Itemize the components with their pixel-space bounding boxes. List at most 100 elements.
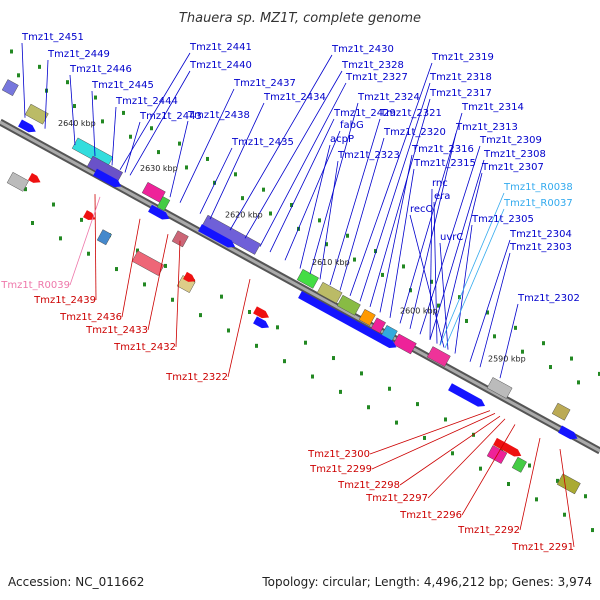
gene-block [370,317,386,334]
cds-arrow-shape [198,224,236,248]
orf-tick [437,303,440,308]
forward-gene-label: acpP [330,134,354,145]
gene-block [96,229,112,246]
forward-gene-label: Tmz1t_2307 [481,162,544,173]
gene-block-shape [370,317,386,334]
reverse-gene-leader [559,449,575,548]
cds-arrow [93,168,122,188]
forward-gene-label: Tmz1t_2323 [337,150,400,161]
forward-gene-label: Tmz1t_2437 [233,78,296,89]
kbp-label: 2640 kbp [58,119,96,128]
gene-block [556,473,581,495]
gene-block [131,250,165,276]
orf-tick [213,180,216,185]
orf-tick [248,309,251,314]
forward-gene-label: Tmz1t_2446 [69,64,132,75]
gene-block [1,79,19,97]
forward-gene-label: recO [410,204,434,215]
orf-tick [52,202,55,207]
forward-gene-leader [339,137,385,291]
forward-gene-label: Tmz1t_2435 [231,137,294,148]
orf-tick [66,80,69,85]
forward-gene-leader [389,168,415,318]
orf-tick [38,64,41,69]
orf-tick [416,402,419,407]
cds-arrow-shape [28,172,41,183]
orf-tick [430,279,433,284]
gene-block [392,333,417,355]
forward-gene-leader [199,147,233,214]
orf-tick [521,349,524,354]
cds-arrow-shape [448,383,486,407]
forward-gene-leader [229,54,333,231]
orf-tick [101,119,104,124]
orf-tick [122,110,125,115]
forward-gene-leader [44,59,49,129]
forward-gene-leader [399,112,463,324]
map-title: Thauera sp. MZ1T, complete genome [179,11,421,26]
forward-gene-label: Tmz1t_2327 [345,72,408,83]
kbp-label: 2630 kbp [140,164,178,173]
orf-tick [409,288,412,293]
reverse-gene-label: Tmz1t_2436 [59,312,122,323]
forward-gene-label: Tmz1t_2438 [187,110,250,121]
accession-text: Accession: NC_011662 [8,575,144,589]
orf-tick [94,95,97,100]
cds-arrow-shape [253,306,270,319]
reverse-gene-label: Tmz1t_2298 [337,480,400,491]
forward-gene-leader [259,82,347,247]
forward-gene-label: Tmz1t_2328 [341,60,404,71]
forward-gene-leader [439,242,449,350]
orf-tick [241,196,244,201]
gene-labels: Tmz1t_2451Tmz1t_2449Tmz1t_2446Tmz1t_2445… [0,32,580,553]
orf-tick [584,494,587,499]
gene-block [24,103,49,125]
forward-gene-leader [433,201,438,344]
forward-gene-leader [499,303,519,379]
gene-block [426,346,451,367]
orf-tick [269,211,272,216]
gene-block-shape [336,294,361,316]
gene-block-shape [551,402,571,421]
forward-gene-label: Tmz1t_2441 [189,42,252,53]
forward-gene-leader [69,74,76,146]
cds-arrow-shape [558,425,578,440]
orf-tick [325,242,328,247]
orf-tick [570,356,573,361]
gene-features [1,79,581,495]
orf-tick [304,340,307,345]
forward-gene-label: Tmz1t_2320 [383,127,446,138]
orf-tick [332,356,335,361]
orf-tick [577,380,580,385]
cds-arrow-shape [148,204,170,220]
orf-tick [549,365,552,370]
reverse-gene-label: Tmz1t_2297 [365,493,428,504]
forward-gene-label: Tmz1t_2430 [331,44,394,55]
orf-tick [458,295,461,300]
orf-tick [318,218,321,223]
reverse-gene-label: Tmz1t_2291 [511,542,574,553]
gene-block-shape [1,79,19,97]
forward-gene-leader [269,118,335,253]
orf-tick [591,528,594,533]
reverse-gene-leader [461,424,516,516]
cds-arrow [28,172,41,183]
orf-tick [220,294,223,299]
orf-tick [465,318,468,323]
forward-gene-leader [209,102,265,220]
orf-tick [73,104,76,109]
pseudo-gene-leader [69,196,101,286]
orf-tick [171,297,174,302]
orf-tick [346,233,349,238]
gene-block [358,308,376,326]
orf-tick [157,150,160,155]
orf-tick [381,272,384,277]
forward-gene-label: Tmz1t_2444 [115,96,178,107]
orf-tick [339,389,342,394]
rna-gene-leader [439,192,505,346]
gene-block [316,281,343,304]
orf-tick [80,217,83,222]
gene-block-shape [296,268,319,289]
forward-gene-label: Tmz1t_2445 [91,80,154,91]
orf-tick [563,512,566,517]
